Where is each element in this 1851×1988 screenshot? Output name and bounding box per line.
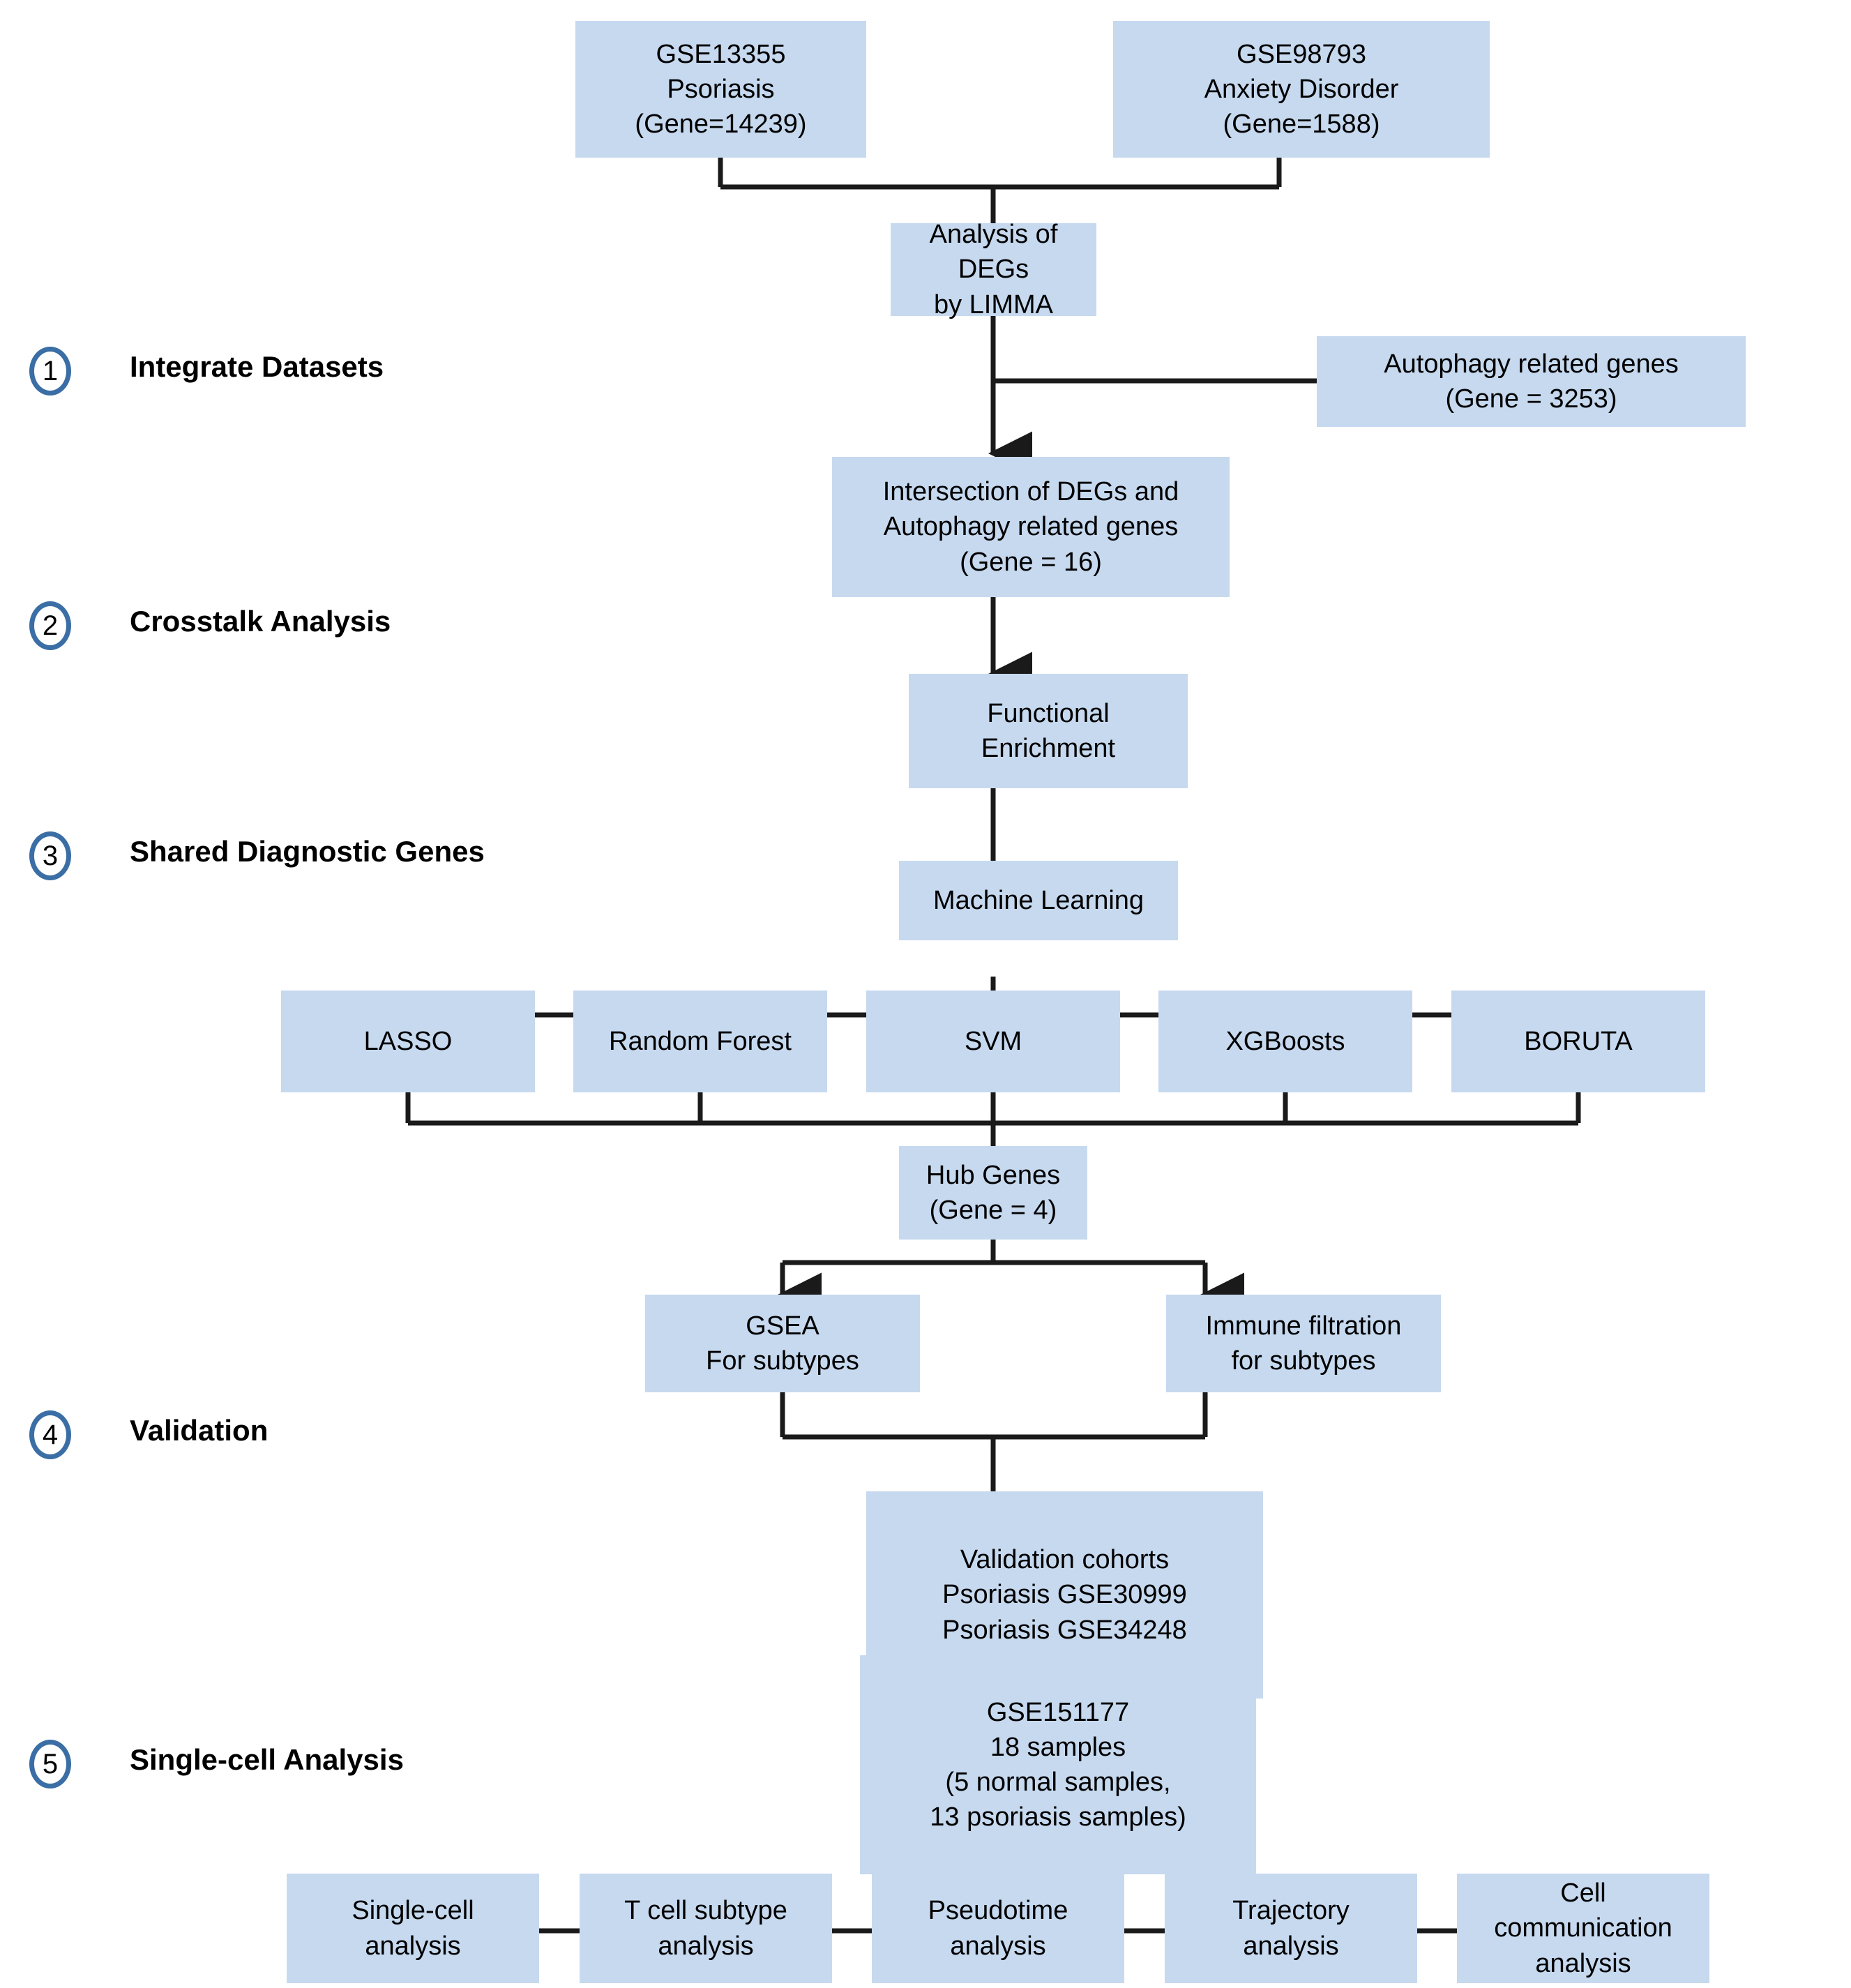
node-gsea[interactable]: GSEA For subtypes (645, 1295, 920, 1392)
node-hub-genes[interactable]: Hub Genes (Gene = 4) (899, 1146, 1087, 1240)
node-ml-lasso[interactable]: LASSO (281, 991, 535, 1092)
node-ml-svm-text: SVM (964, 1026, 1022, 1056)
node-sc-single-cell-analysis[interactable]: Single-cell analysis (287, 1874, 539, 1983)
step-number-2: 2 (29, 601, 71, 650)
step-label-single-cell-analysis: Single-cell Analysis (130, 1743, 404, 1776)
node-functional-enrichment-text: Functional Enrichment (981, 698, 1116, 763)
node-sc-single-cell-analysis-text: Single-cell analysis (352, 1896, 474, 1961)
node-ml-lasso-text: LASSO (363, 1026, 453, 1056)
node-gse13355-text: GSE13355 Psoriasis (Gene=14239) (635, 39, 807, 140)
node-immune-filtration[interactable]: Immune filtration for subtypes (1166, 1295, 1441, 1392)
step-number-1: 1 (29, 347, 71, 396)
node-functional-enrichment[interactable]: Functional Enrichment (909, 674, 1188, 788)
node-limma[interactable]: Analysis of DEGs by LIMMA (891, 220, 1096, 319)
node-gse13355[interactable]: GSE13355 Psoriasis (Gene=14239) (575, 21, 866, 158)
step-number-3: 3 (29, 831, 71, 880)
node-sc-t-cell-subtype-analysis-text: T cell subtype analysis (624, 1896, 787, 1961)
node-gsea-text: GSEA For subtypes (706, 1311, 859, 1376)
step-label-crosstalk-analysis: Crosstalk Analysis (130, 605, 391, 638)
node-gse98793-text: GSE98793 Anxiety Disorder (Gene=1588) (1204, 39, 1399, 140)
step-label-integrate-datasets: Integrate Datasets (130, 350, 384, 383)
node-sc-trajectory-analysis[interactable]: Trajectory analysis (1165, 1874, 1417, 1983)
node-validation-cohorts-text: Validation cohorts Psoriasis GSE30999 Ps… (942, 1545, 1187, 1645)
node-sc-pseudotime-analysis-text: Pseudotime analysis (928, 1896, 1068, 1961)
node-ml-boruta-text: BORUTA (1524, 1026, 1633, 1056)
node-intersection[interactable]: Intersection of DEGs and Autophagy relat… (832, 457, 1230, 597)
node-sc-trajectory-analysis-text: Trajectory analysis (1232, 1896, 1350, 1961)
step-number-4: 4 (29, 1410, 71, 1459)
node-ml-xgboosts[interactable]: XGBoosts (1158, 991, 1412, 1092)
step-number-5: 5 (29, 1740, 71, 1789)
step-label-shared-diagnostic-genes: Shared Diagnostic Genes (130, 835, 485, 868)
node-hub-genes-text: Hub Genes (Gene = 4) (926, 1160, 1061, 1225)
node-ml-svm[interactable]: SVM (866, 991, 1120, 1092)
node-ml-random-forest-text: Random Forest (609, 1026, 792, 1056)
node-autophagy-related-genes[interactable]: Autophagy related genes (Gene = 3253) (1317, 336, 1746, 427)
node-sc-pseudotime-analysis[interactable]: Pseudotime analysis (872, 1874, 1124, 1983)
node-gse98793[interactable]: GSE98793 Anxiety Disorder (Gene=1588) (1113, 21, 1490, 158)
node-sc-cell-communication-analysis-text: Cell communication analysis (1494, 1878, 1672, 1978)
node-sc-t-cell-subtype-analysis[interactable]: T cell subtype analysis (580, 1874, 832, 1983)
node-gse151177[interactable]: GSE151177 18 samples (5 normal samples, … (860, 1655, 1256, 1874)
node-autophagy-text: Autophagy related genes (Gene = 3253) (1384, 349, 1679, 414)
node-limma-text: Analysis of DEGs by LIMMA (929, 220, 1058, 319)
node-gse151177-text: GSE151177 18 samples (5 normal samples, … (930, 1697, 1186, 1832)
node-immune-filtration-text: Immune filtration for subtypes (1205, 1311, 1402, 1376)
node-ml-random-forest[interactable]: Random Forest (573, 991, 827, 1092)
node-sc-cell-communication-analysis[interactable]: Cell communication analysis (1457, 1874, 1709, 1983)
node-ml-boruta[interactable]: BORUTA (1451, 991, 1705, 1092)
node-machine-learning-text: Machine Learning (932, 885, 1144, 915)
step-label-validation: Validation (130, 1414, 269, 1447)
node-intersection-text: Intersection of DEGs and Autophagy relat… (882, 477, 1179, 577)
node-ml-xgboosts-text: XGBoosts (1225, 1026, 1345, 1056)
node-machine-learning[interactable]: Machine Learning (899, 861, 1178, 940)
